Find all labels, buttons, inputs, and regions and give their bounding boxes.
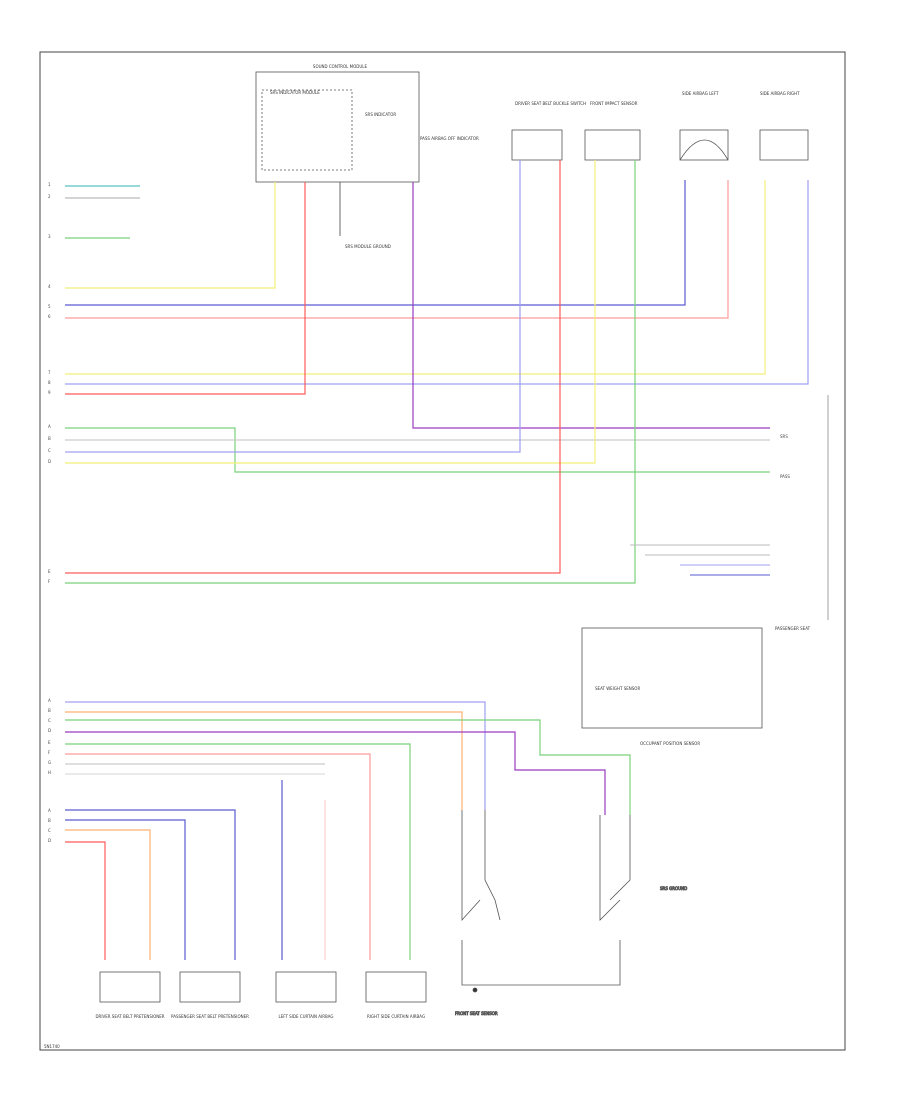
svg-text:D: D — [48, 728, 51, 733]
left-curtain-label: LEFT SIDE CURTAIN AIRBAG — [278, 1014, 333, 1019]
wires-sensors — [65, 809, 236, 960]
svg-text:F: F — [48, 579, 51, 584]
driver-belt-label: DRIVER SEAT BELT BUCKLE SWITCH — [515, 101, 586, 106]
diagram-frame — [39, 51, 846, 1051]
svg-text:E: E — [48, 740, 51, 745]
svg-text:PASS: PASS — [780, 474, 790, 479]
svg-text:C: C — [48, 718, 51, 723]
svg-text:4: 4 — [48, 284, 51, 289]
srs-indicator-label: SRS INDICATOR — [365, 112, 396, 117]
side-airbag-left-label: SIDE AIRBAG LEFT — [682, 91, 719, 96]
svg-text:1: 1 — [48, 182, 51, 187]
svg-text:B: B — [48, 708, 51, 713]
driver-belt-box — [511, 129, 563, 161]
seat-weight-label: SEAT WEIGHT SENSOR — [595, 686, 640, 691]
pass-pretensioner-box — [179, 971, 241, 1003]
module-inner-title: SRS INDICATOR MODULE — [270, 90, 320, 95]
side-airbag-left-shape — [679, 139, 729, 161]
left-connector-top: 1 2 3 4 5 6 7 8 9 — [48, 182, 51, 395]
right-curtain-label: RIGHT SIDE CURTAIN AIRBAG — [367, 1014, 425, 1019]
sound-control-module: SOUND CONTROL MODULE SRS INDICATOR MODUL… — [255, 64, 479, 249]
svg-text:6: 6 — [48, 314, 51, 319]
driver-pretensioner-box — [99, 971, 161, 1003]
front-impact-box — [584, 129, 641, 161]
svg-text:3: 3 — [48, 234, 51, 239]
svg-text:G: G — [48, 760, 51, 765]
svg-text:B: B — [48, 436, 51, 441]
svg-text:D: D — [48, 459, 51, 464]
svg-text:B: B — [48, 818, 51, 823]
top-right-components: DRIVER SEAT BELT BUCKLE SWITCH FRONT IMP… — [511, 91, 809, 161]
wires-top — [65, 180, 809, 429]
module-title: SOUND CONTROL MODULE — [313, 64, 368, 69]
svg-text:9: 9 — [48, 390, 51, 395]
left-connector-sensors: A B C D — [48, 808, 51, 843]
svg-text:A: A — [48, 808, 51, 813]
pass-airbag-off-label: PASS AIRBAG OFF INDICATOR — [420, 136, 479, 141]
svg-text:F: F — [48, 750, 51, 755]
bottom-switches: FRONT SEAT SENSOR SRS GROUND — [455, 810, 688, 1016]
left-connector-mid: A B C D E F — [48, 424, 51, 584]
right-curtain-box — [365, 971, 427, 1003]
side-airbag-right-label: SIDE AIRBAG RIGHT — [760, 91, 800, 96]
frame-code: 5N1740 — [44, 1044, 60, 1049]
pass-seat-label: PASSENGER SEAT — [775, 626, 811, 631]
pass-pretensioner-label: PASSENGER SEAT BELT PRETENSIONER — [171, 1014, 249, 1019]
module-ground-label: SRS MODULE GROUND — [345, 244, 391, 249]
svg-text:A: A — [48, 698, 51, 703]
wires-mid — [65, 160, 770, 584]
svg-text:C: C — [48, 828, 51, 833]
svg-text:E: E — [48, 569, 51, 574]
right-connector: SRS PASS PASSENGER SEAT OCCUPANT POSITIO… — [581, 395, 829, 746]
svg-text:C: C — [48, 448, 51, 453]
driver-pretensioner-label: DRIVER SEAT BELT PRETENSIONER — [95, 1014, 164, 1019]
bottom-components: DRIVER SEAT BELT PRETENSIONER PASSENGER … — [95, 971, 427, 1019]
svg-text:A: A — [48, 424, 51, 429]
svg-text:8: 8 — [48, 380, 51, 385]
svg-text:D: D — [48, 838, 51, 843]
srs-ground-label: SRS GROUND — [660, 886, 687, 891]
left-curtain-box — [275, 971, 337, 1003]
left-connector-bottom: A B C D E F G H — [48, 698, 51, 775]
svg-text:SRS: SRS — [780, 434, 788, 439]
front-sensor-bottom-label: FRONT SEAT SENSOR — [455, 1011, 498, 1016]
front-impact-label: FRONT IMPACT SENSOR — [590, 101, 638, 106]
svg-text:H: H — [48, 770, 51, 775]
wires-bottom — [65, 701, 631, 960]
occupant-sensor-box — [581, 627, 763, 729]
svg-text:7: 7 — [48, 370, 51, 375]
svg-text:2: 2 — [48, 194, 51, 199]
occupant-sensor-label: OCCUPANT POSITION SENSOR — [640, 741, 700, 746]
svg-text:5: 5 — [48, 304, 51, 309]
